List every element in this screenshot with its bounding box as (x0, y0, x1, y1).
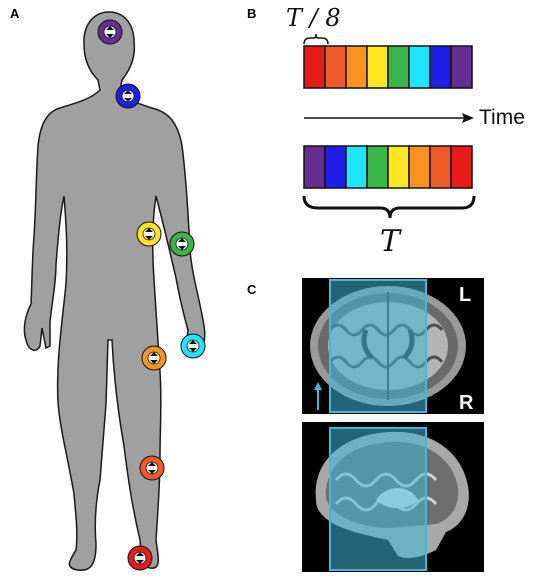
stimulator-neck (115, 83, 141, 109)
stimulator-shin (139, 455, 165, 481)
top-segment-8 (450, 45, 473, 89)
bottom-segment-1 (303, 145, 326, 189)
stimulator-forehead (97, 19, 123, 45)
sequence-top (303, 45, 473, 89)
segment-label: T / 8 (286, 4, 341, 32)
stimulator-upper-arm (136, 221, 162, 247)
bottom-segment-8 (450, 145, 473, 189)
top-segment-1 (303, 45, 326, 89)
top-segment-3 (345, 45, 368, 89)
panel-label-b: B (247, 6, 257, 21)
stimulator-thigh (141, 345, 167, 371)
period-label: T (380, 224, 401, 259)
period-brace (302, 195, 476, 219)
top-segment-5 (387, 45, 410, 89)
top-segment-7 (429, 45, 452, 89)
top-segment-6 (408, 45, 431, 89)
bottom-segment-2 (324, 145, 347, 189)
axial-left-label: L (459, 284, 472, 306)
bottom-segment-7 (429, 145, 452, 189)
bottom-segment-6 (408, 145, 431, 189)
time-axis-label: Time (479, 106, 525, 129)
axial-right-label: R (459, 392, 474, 414)
bottom-segment-3 (345, 145, 368, 189)
body-silhouette (23, 11, 206, 571)
mri-sagittal-view (302, 422, 484, 572)
bottom-segment-4 (366, 145, 389, 189)
panel-label-a: A (10, 6, 20, 21)
stimulator-forearm (169, 231, 195, 257)
time-arrow-head (462, 113, 474, 123)
bottom-segment-5 (387, 145, 410, 189)
mri-axial-view (302, 278, 484, 414)
top-segment-4 (366, 45, 389, 89)
segment-bracket (303, 33, 329, 45)
sequence-bottom (303, 145, 473, 189)
top-segment-2 (324, 45, 347, 89)
stimulator-hand (180, 333, 206, 359)
stimulator-foot (127, 545, 153, 571)
panel-label-c: C (247, 282, 257, 297)
